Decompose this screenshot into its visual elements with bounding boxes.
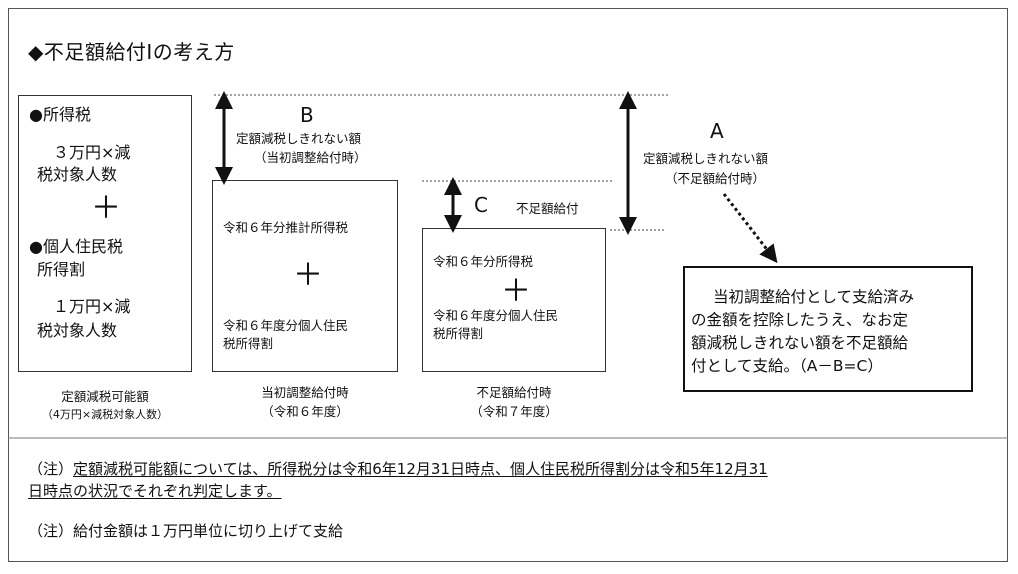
box1-item2-line2: 税対象人数: [37, 321, 118, 340]
box3-plus: ＋: [501, 274, 531, 309]
box3-caption: 不足額給付時: [476, 385, 552, 400]
box1-item2-heading-sub: 所得割: [37, 260, 86, 279]
box2-line2: 令和６年度分個人住民: [223, 318, 349, 333]
box2-caption-sub: （令和６年度）: [261, 404, 349, 419]
note1-prefix: （注）: [28, 460, 74, 478]
box-shortfall-payment: 令和６年分所得税 ＋ 令和６年度分個人住民 税所得割: [422, 228, 606, 372]
label-a-letter: A: [710, 119, 724, 143]
box3-line2: 令和６年度分個人住民: [433, 308, 559, 323]
note2: （注）給付金額は１万円単位に切り上げて支給: [28, 522, 344, 540]
label-c-letter: C: [474, 193, 488, 217]
box1-item1-line1: ３万円×減: [53, 143, 131, 162]
callout-line2: の金額を控除したうえ、なお定: [691, 311, 909, 329]
label-b-letter: B: [300, 103, 314, 127]
box1-item2-heading: ●個人住民税: [29, 237, 123, 256]
label-a-line2: （不足額給付時）: [665, 171, 766, 186]
box2-line2-sub: 税所得割: [223, 336, 274, 351]
note1-line2: 日時点の状況でそれぞれ判定します。: [28, 482, 282, 500]
callout-box: 当初調整給付として支給済み の金額を控除したうえ、なお定 額減税しきれない額を不…: [683, 266, 973, 392]
callout-line3: 額減税しきれない額を不足額給: [691, 334, 909, 352]
box2-caption: 当初調整給付時: [261, 385, 349, 400]
box1-plus: ＋: [91, 191, 121, 226]
box2-plus: ＋: [293, 258, 323, 293]
box1-caption: 定額減税可能額: [61, 389, 149, 404]
box3-caption-sub: （令和７年度）: [470, 404, 558, 419]
callout-line4: 付として支給。（A－B=C）: [691, 357, 883, 375]
label-b-line2: （当初調整給付時）: [254, 150, 367, 165]
note1-line1: 定額減税可能額については、所得税分は令和6年12月31日時点、個人住民税所得割分…: [73, 460, 768, 478]
diagram-title: ◆不足額給付Ⅰの考え方: [28, 40, 235, 64]
box1-item1-heading: ●所得税: [29, 105, 91, 124]
label-b-line1: 定額減税しきれない額: [236, 131, 362, 146]
box-initial-adjustment: 令和６年分推計所得税 ＋ 令和６年度分個人住民 税所得割: [212, 180, 398, 372]
box-deductible-amount: ●所得税 ３万円×減 税対象人数 ＋ ●個人住民税 所得割 １万円×減 税対象人…: [18, 95, 192, 372]
diagram-frame: [8, 8, 1008, 562]
box2-line1: 令和６年分推計所得税: [223, 220, 349, 235]
box3-line2-sub: 税所得割: [433, 326, 484, 341]
box1-item2-line1: １万円×減: [53, 297, 131, 316]
box1-item1-line2: 税対象人数: [37, 165, 118, 184]
note1: （注）定額減税可能額については、所得税分は令和6年12月31日時点、個人住民税所…: [28, 458, 768, 480]
box1-caption-sub: （4万円×減税対象人数）: [41, 408, 169, 421]
box3-line1: 令和６年分所得税: [433, 254, 534, 269]
label-a-line1: 定額減税しきれない額: [643, 151, 769, 166]
callout-line1: 当初調整給付として支給済み: [713, 288, 915, 306]
arrow-to-callout: [722, 193, 778, 264]
label-c-text: 不足額給付: [516, 201, 579, 216]
